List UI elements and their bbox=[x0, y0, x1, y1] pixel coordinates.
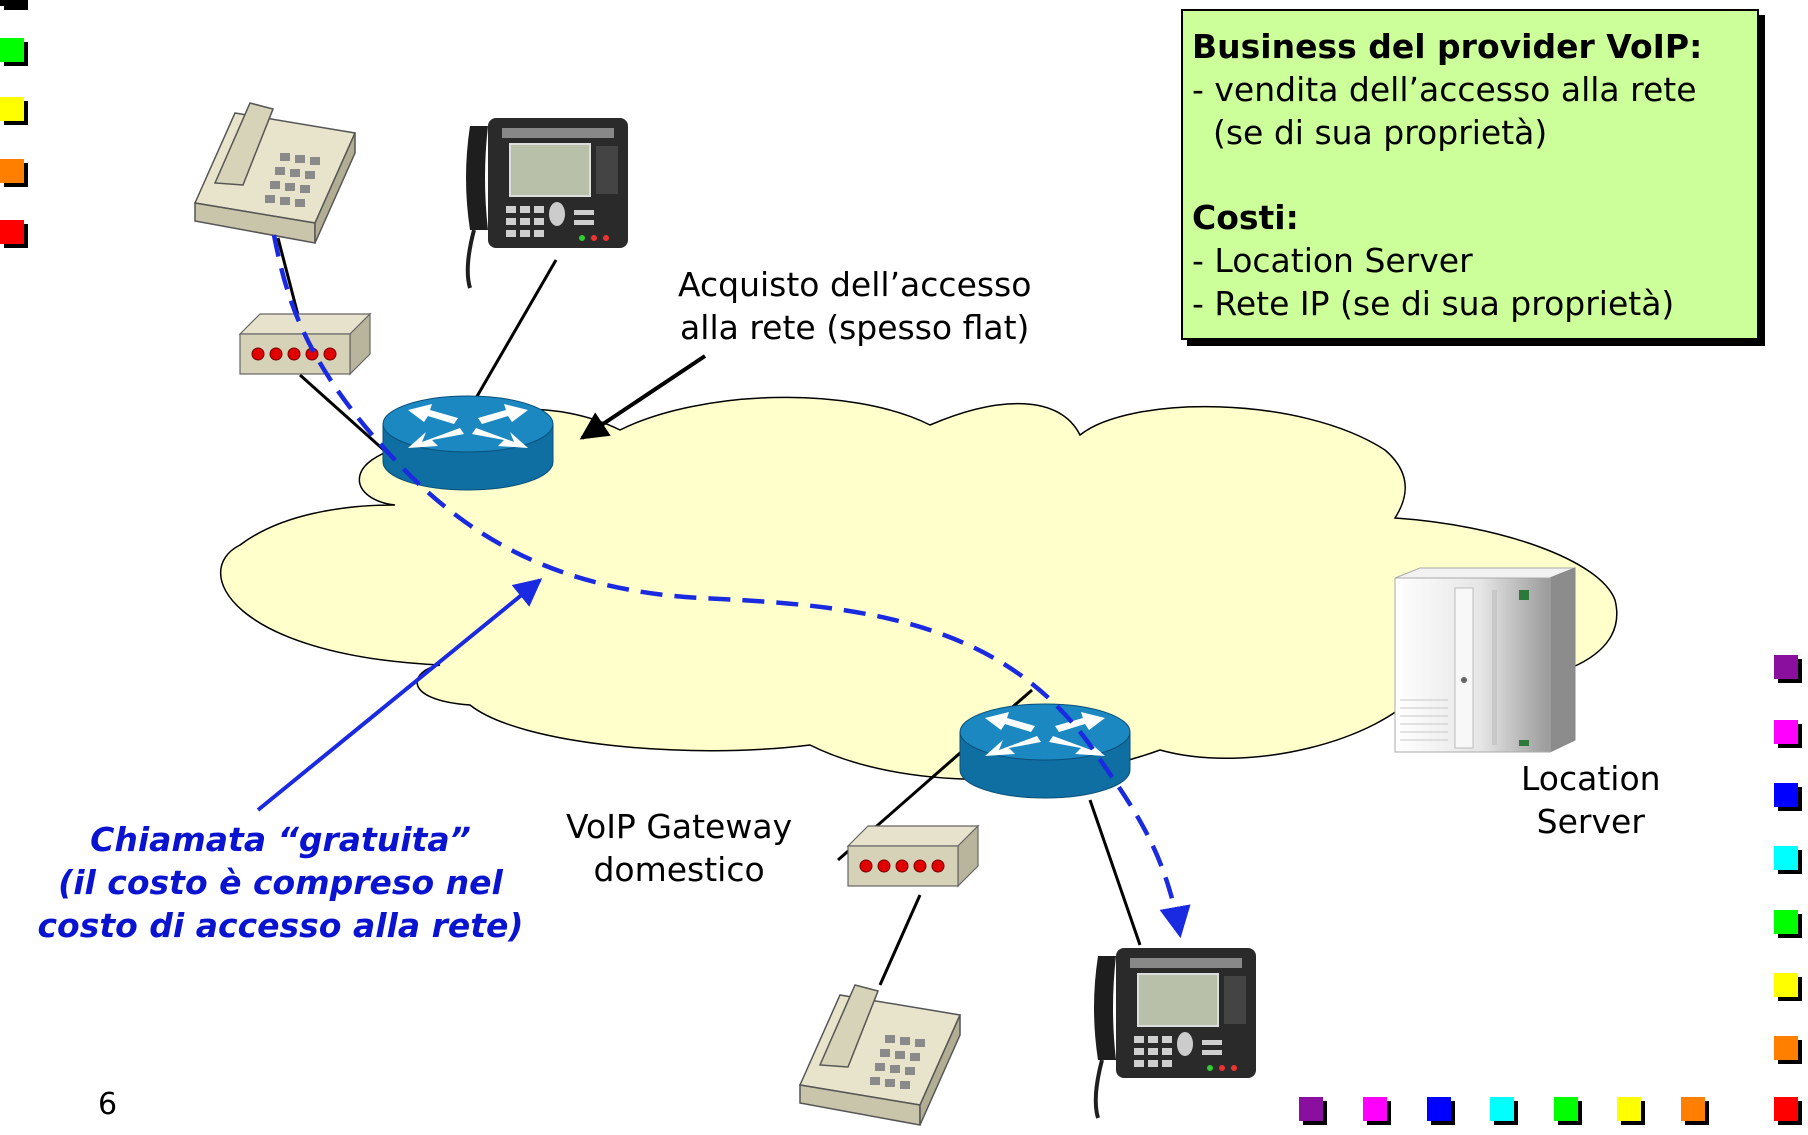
analog-phone-icon bbox=[799, 984, 961, 1126]
ip-phone-icon bbox=[1092, 946, 1258, 1120]
access-purchase-label: Acquisto dell’accesso alla rete (spesso … bbox=[678, 265, 1032, 347]
provider-business-box: Business del provider VoIP: - vendita de… bbox=[1181, 9, 1759, 340]
voip-gateway-icon bbox=[847, 825, 979, 887]
ip-phone-icon bbox=[464, 116, 630, 290]
server-icon bbox=[1394, 567, 1576, 753]
decor-squares-left bbox=[0, 0, 28, 248]
analog-phone-icon bbox=[194, 102, 356, 244]
business-title: Business del provider VoIP: bbox=[1192, 27, 1703, 66]
router-icon bbox=[959, 703, 1131, 799]
free-call-arrow bbox=[256, 578, 543, 812]
business-item: (se di sua proprietà) bbox=[1192, 113, 1548, 152]
page-number: 6 bbox=[98, 1087, 118, 1122]
voip-gateway-label: VoIP Gateway domestico bbox=[566, 807, 793, 889]
free-call-callout: Chiamata “gratuita” (il costo è compreso… bbox=[37, 820, 524, 945]
call-path bbox=[271, 234, 1191, 939]
cost-item: - Rete IP (se di sua proprietà) bbox=[1192, 284, 1675, 323]
business-item: - vendita dell’accesso alla rete bbox=[1192, 70, 1697, 109]
decor-squares-bottom bbox=[1299, 1097, 1709, 1125]
voip-gateway-icon bbox=[239, 313, 371, 375]
costs-title: Costi: bbox=[1192, 198, 1299, 237]
location-server-label: Location Server bbox=[1521, 759, 1661, 841]
access-purchase-arrow bbox=[579, 354, 707, 440]
cost-item: - Location Server bbox=[1192, 241, 1473, 280]
decor-squares-right bbox=[1774, 655, 1802, 1125]
